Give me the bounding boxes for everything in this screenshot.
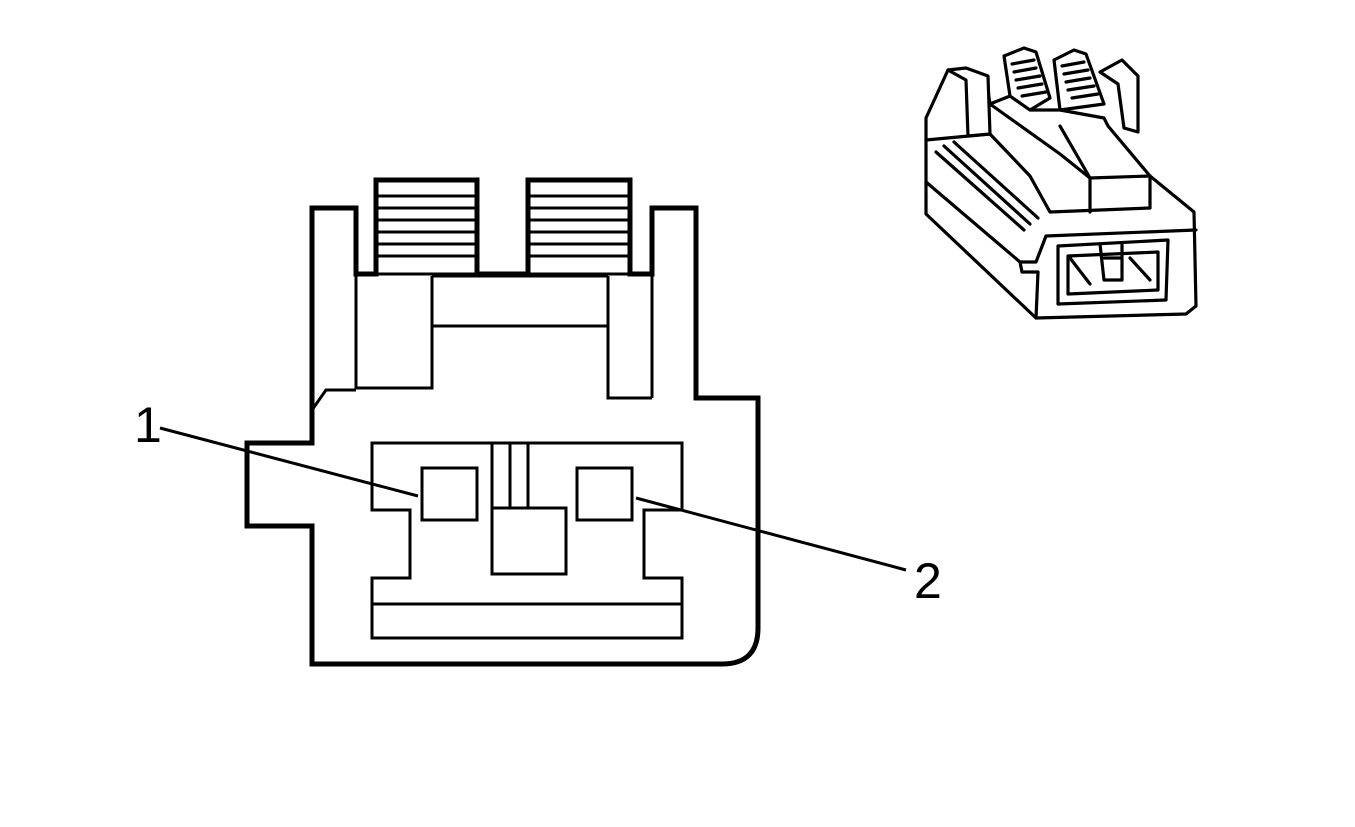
callout-1-label: 1 [134,397,162,453]
housing-inner-top-left [354,274,434,390]
connector-isometric-view [924,46,1198,320]
iso-ridge [988,102,1152,180]
iso-post-right [1098,58,1140,134]
callout-1-leader [159,426,419,498]
latch-right [526,178,632,276]
callout-2-leader [635,496,907,572]
housing-inner-top-right [606,274,654,400]
callout-2: 2 [635,496,942,609]
housing-inner-bar [432,274,608,328]
iso-latch-left-ribs [1010,58,1048,98]
terminal-cavity-frame [370,441,684,640]
iso-opening-inner [1066,250,1160,296]
iso-front-lower [1018,260,1040,320]
callout-1: 1 [134,397,419,498]
terminal-1-cavity [420,466,479,522]
iso-ridge-2 [1058,124,1092,214]
terminal-2-cavity [575,466,634,522]
housing-shoulder [310,388,356,411]
latch-left [374,178,479,276]
iso-front-face [1018,228,1198,264]
center-key [490,443,568,576]
iso-latch-right-ribs [1060,60,1100,100]
iso-side-ribs [924,140,1040,264]
iso-opening-key [1068,242,1152,286]
callout-2-label: 2 [914,553,942,609]
connector-front-view [244,177,761,667]
iso-post-left [946,66,992,138]
